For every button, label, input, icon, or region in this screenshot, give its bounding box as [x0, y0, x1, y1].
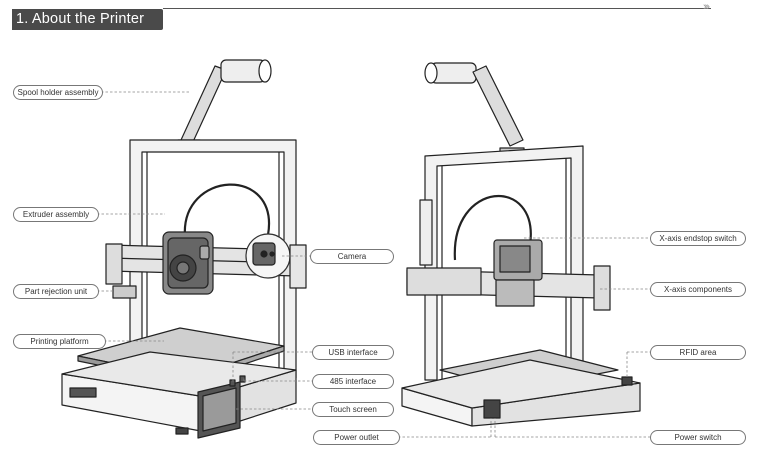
section-title: 1. About the Printer [16, 11, 145, 27]
right-extruder-back [493, 239, 543, 307]
label-camera: Camera [310, 249, 394, 264]
chevron-right-icon: ››› [703, 1, 710, 13]
label-power-outlet: Power outlet [313, 430, 400, 445]
label-touch-screen: Touch screen [312, 402, 394, 417]
section-header-bar [12, 9, 163, 30]
left-extruder-head [162, 231, 214, 295]
label-spool-holder: Spool holder assembly [13, 85, 103, 100]
right-base [401, 359, 641, 427]
label-485-interface: 485 interface [312, 374, 394, 389]
label-extruder-assembly: Extruder assembly [13, 207, 99, 222]
right-printer-drawing [401, 62, 641, 427]
label-printing-platform: Printing platform [13, 334, 106, 349]
callout-lines [97, 91, 650, 438]
header-divider [163, 8, 711, 9]
left-camera-closeup [245, 233, 291, 279]
right-spool-holder [424, 62, 525, 157]
left-touch-screen [197, 381, 241, 439]
label-part-rejection-unit: Part rejection unit [13, 284, 99, 299]
left-spool-holder [177, 59, 272, 147]
label-power-switch: Power switch [650, 430, 746, 445]
left-printer-drawing [61, 59, 307, 439]
label-rfid-area: RFID area [650, 345, 746, 360]
label-x-axis-components: X-axis components [650, 282, 746, 297]
label-usb-interface: USB interface [312, 345, 394, 360]
label-x-axis-endstop-switch: X-axis endstop switch [650, 231, 746, 246]
